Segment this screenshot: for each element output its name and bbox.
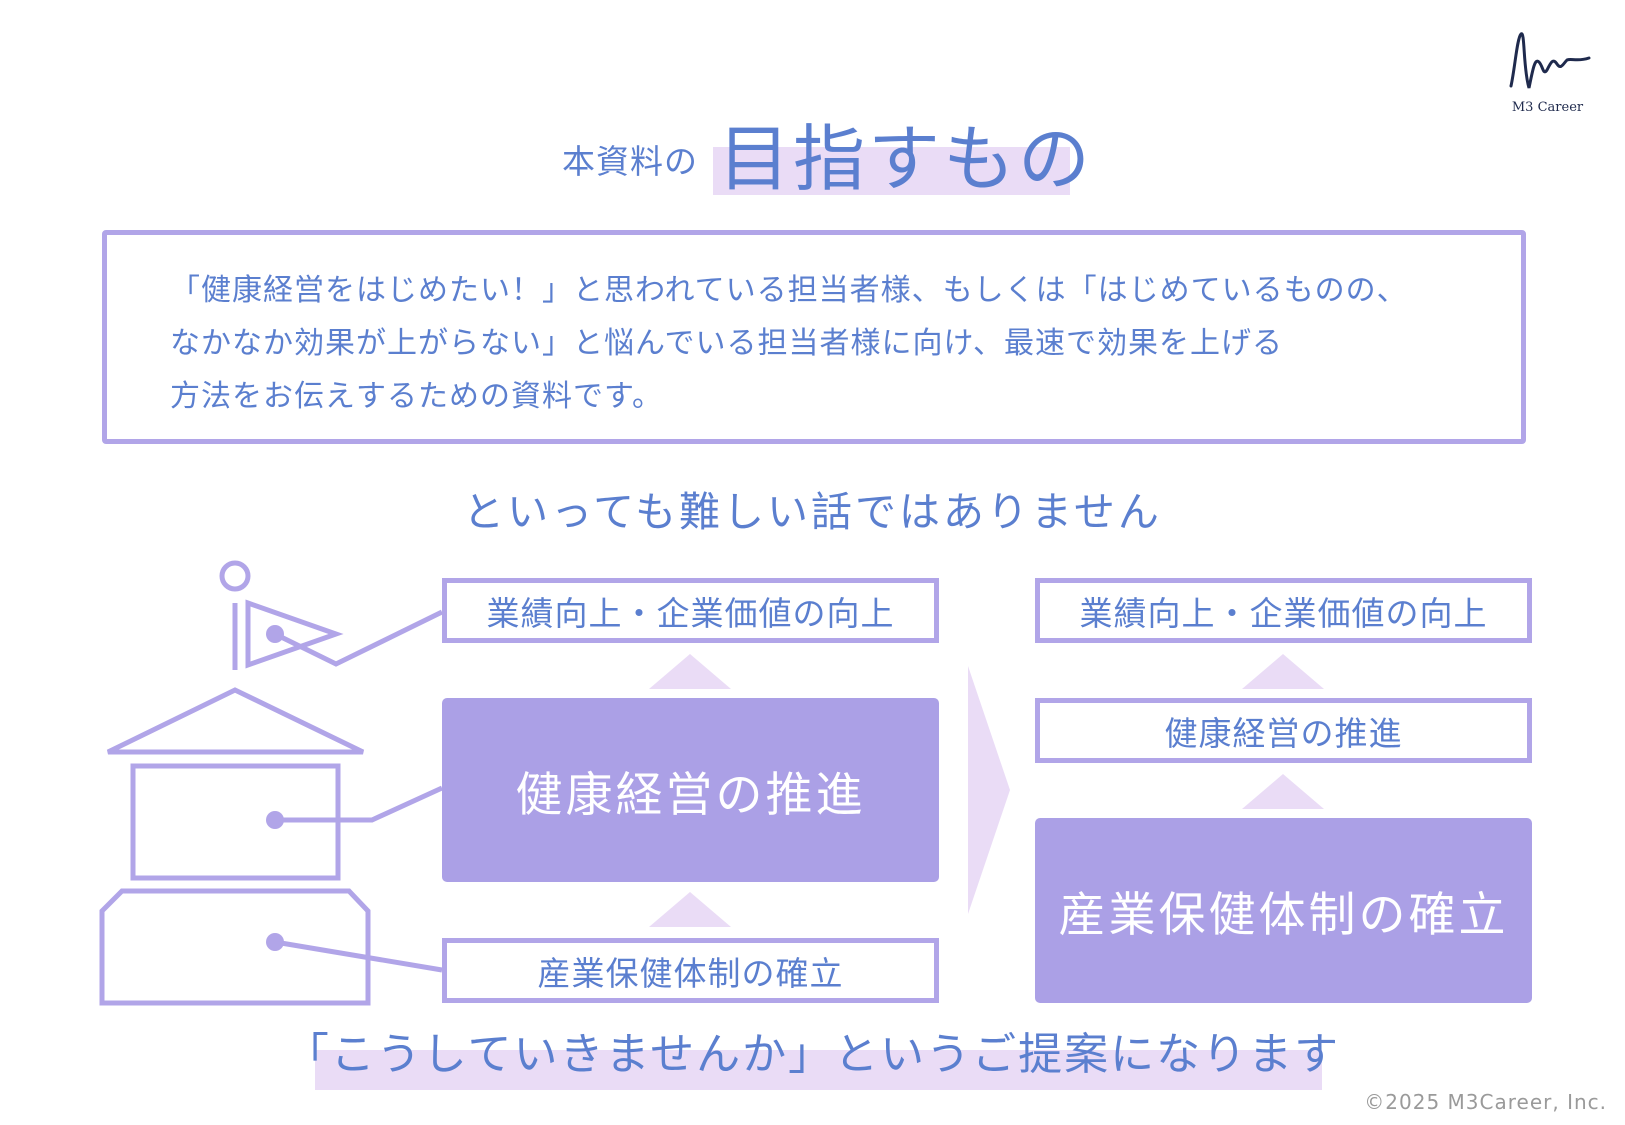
page-title: 目指すもの — [718, 117, 1094, 201]
right-top-box: 業績向上・企業価値の向上 — [1035, 578, 1532, 643]
intro-line-1: 「健康経営をはじめたい！」と思われている担当者様、もしくは「はじめているものの、 — [170, 273, 1408, 308]
title-prefix: 本資料の — [562, 142, 698, 181]
intro-line-3: 方法をお伝えするための資料です。 — [170, 379, 663, 414]
left-top-box: 業績向上・企業価値の向上 — [442, 578, 939, 643]
subhead: といっても難しい話ではありません — [463, 488, 1162, 536]
logo-text: M3 Career — [1511, 100, 1584, 115]
connector-dots — [266, 625, 284, 951]
title-highlight — [713, 147, 1070, 195]
m3-career-logo-icon — [1509, 32, 1591, 89]
intro-box — [102, 230, 1526, 444]
right-bottom-box: 産業保健体制の確立 — [1035, 818, 1532, 1003]
copyright: ©2025 M3Career, Inc. — [1364, 1090, 1607, 1114]
up-arrow-icon — [649, 892, 731, 927]
right-middle-box: 健康経営の推進 — [1035, 698, 1532, 763]
up-arrow-icon — [1242, 654, 1324, 689]
intro-line-2: なかなか効果が上がらない」と悩んでいる担当者様に向け、最速で効果を上げる — [170, 326, 1283, 361]
closing-text: 「こうしていきませんか」というご提案になります — [284, 1029, 1341, 1080]
building-icon — [99, 560, 371, 1006]
left-middle-box: 健康経営の推進 — [442, 698, 939, 882]
up-arrow-icon — [1242, 774, 1324, 809]
up-arrow-icon — [649, 654, 731, 689]
connector-lines — [273, 609, 444, 973]
left-bottom-box: 産業保健体制の確立 — [442, 938, 939, 1003]
right-arrow-icon — [968, 666, 1010, 914]
closing-highlight — [315, 1050, 1322, 1090]
